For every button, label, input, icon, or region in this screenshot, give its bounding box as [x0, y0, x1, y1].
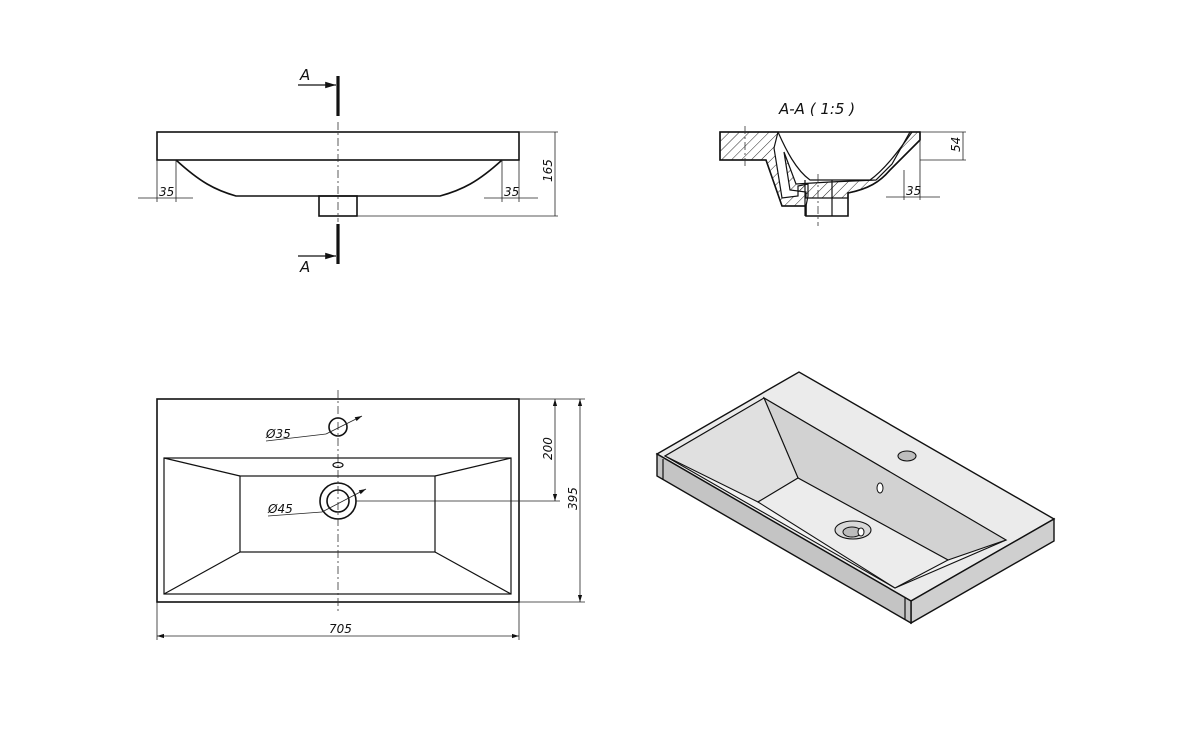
dim-rim-54: 54 — [949, 137, 963, 152]
isometric-view — [655, 371, 1056, 625]
section-title: A-A ( 1:5 ) — [778, 100, 855, 118]
tap-hole-dia: Ø35 — [265, 427, 291, 441]
dim-395: 395 — [566, 487, 580, 510]
section-mark-top: A — [299, 66, 310, 84]
front-view: A A 35 35 165 — [138, 66, 558, 276]
section-marker-top: A — [298, 66, 340, 116]
top-view: Ø35 Ø45 200 395 705 — [156, 390, 585, 640]
section-marker-bottom: A — [298, 224, 340, 276]
section-view: A-A ( 1:5 ) 54 35 — [719, 100, 966, 226]
dim-section-35: 35 — [906, 184, 921, 198]
dim-left-35: 35 — [159, 185, 174, 199]
dim-705: 705 — [329, 622, 352, 636]
dim-right-35: 35 — [504, 185, 519, 199]
drain-hole-dia: Ø45 — [267, 502, 293, 516]
section-mark-bottom: A — [299, 258, 310, 276]
dim-height-165: 165 — [541, 159, 555, 182]
dim-200: 200 — [541, 437, 555, 460]
